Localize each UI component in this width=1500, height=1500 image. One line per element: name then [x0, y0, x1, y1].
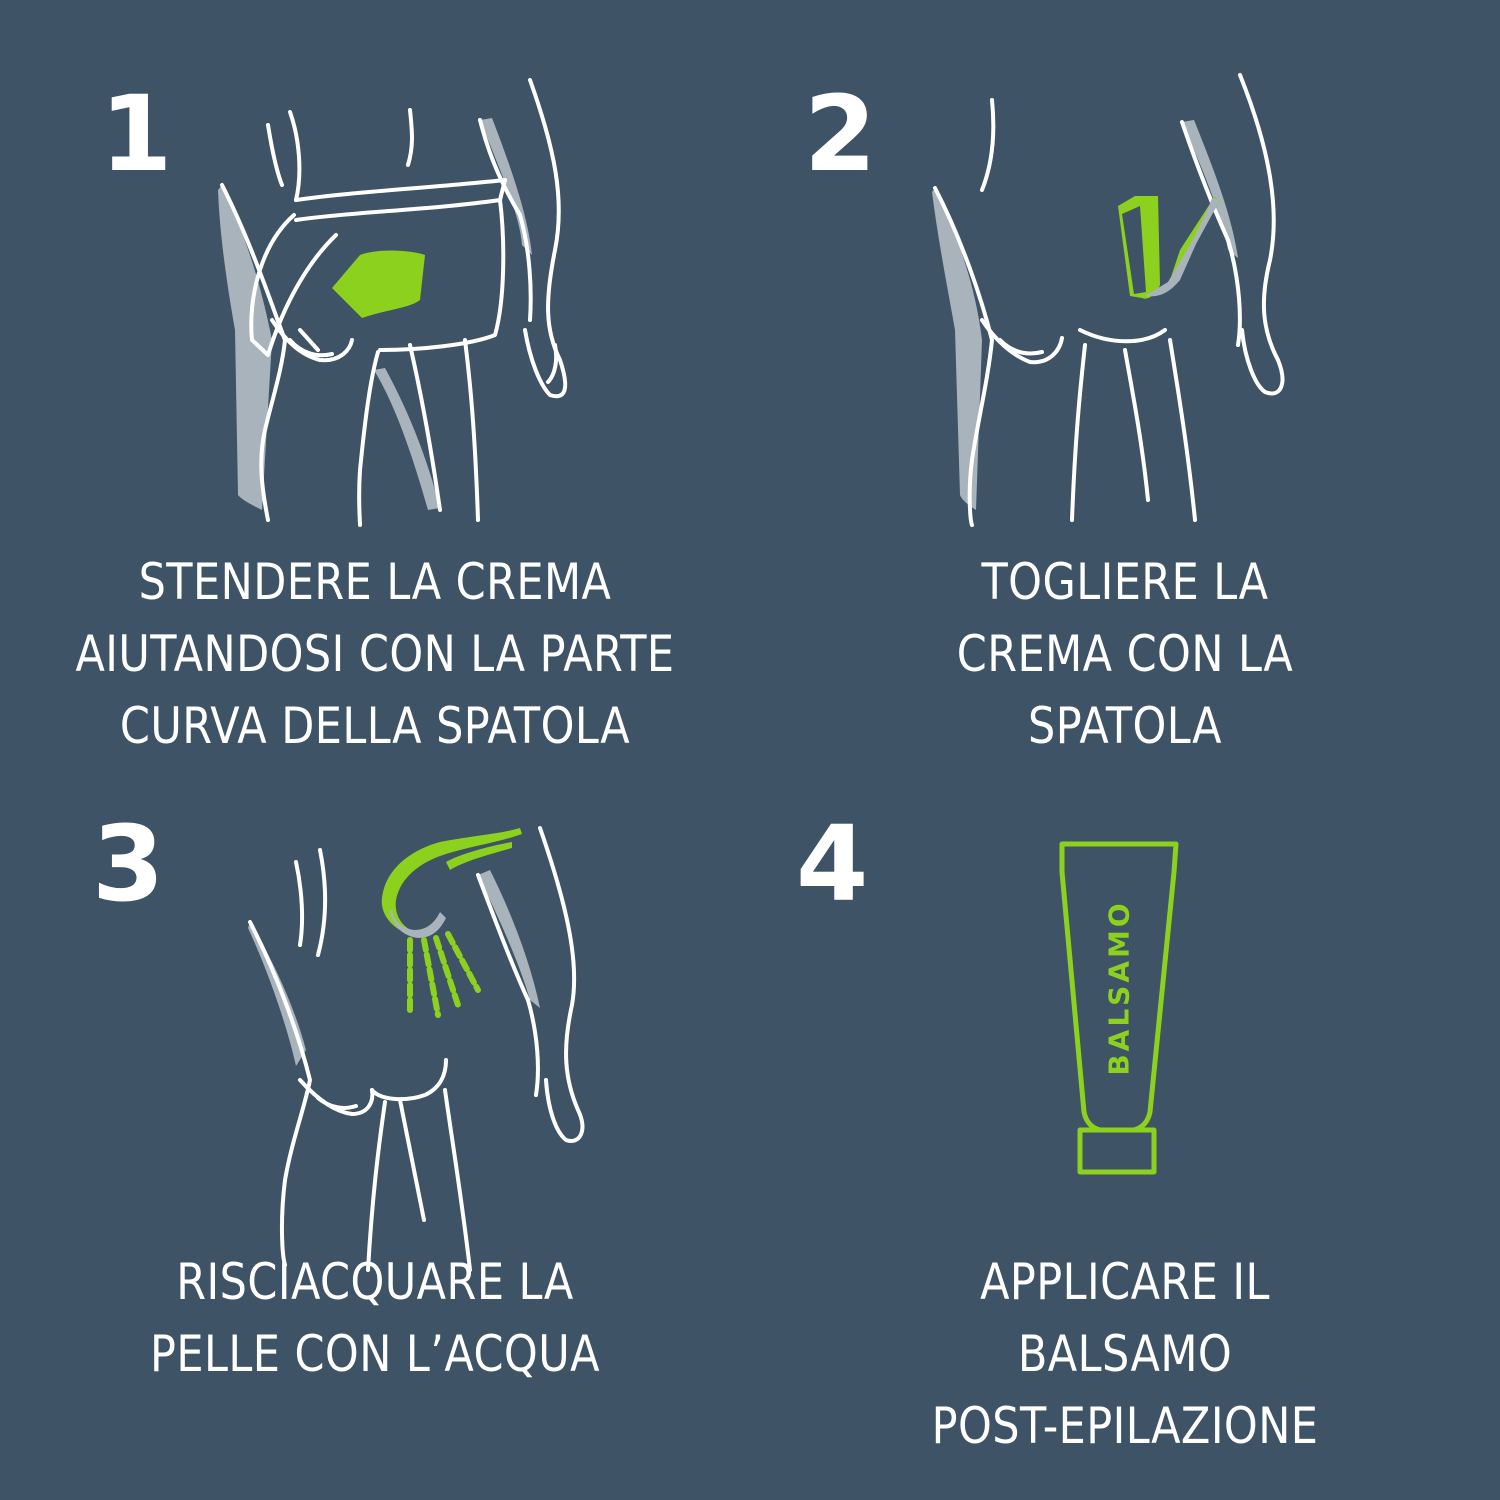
caption-line: TOGLIERE LA [981, 553, 1269, 611]
caption-line: POST-EPILAZIONE [931, 1397, 1319, 1455]
step-3-panel: 3 RISCIACQUARE LA PELLE CON L’ACQUA [0, 750, 750, 1500]
shower-icon [381, 828, 522, 1018]
caption-line: CREMA CON LA [956, 625, 1294, 683]
caption-line: CURVA DELLA SPATOLA [119, 697, 631, 755]
caption-line: APPLICARE IL [980, 1253, 1270, 1311]
step-2-panel: 2 TOGLIERE LA CREMA CON LA SPATOLA [750, 0, 1500, 755]
step-number: 3 [92, 803, 165, 925]
step-caption: RISCIACQUARE LA PELLE CON L’ACQUA [53, 1246, 698, 1390]
body-remove-cream-illustration [932, 73, 1285, 527]
step-number: 2 [804, 73, 877, 195]
caption-line: BALSAMO [1017, 1325, 1233, 1383]
step-4-panel: BALSAMO 4 APPLICARE IL BALSAMO POST-EPIL… [750, 750, 1500, 1500]
body-rinse-illustration [248, 826, 585, 1272]
step-caption: STENDERE LA CREMA AIUTANDOSI CON LA PART… [53, 546, 698, 762]
step-caption: APPLICARE IL BALSAMO POST-EPILAZIONE [803, 1246, 1448, 1462]
tube-icon [1059, 841, 1179, 1175]
caption-line: STENDERE LA CREMA [138, 553, 612, 611]
step-1-panel: 1 STENDERE LA CREMA AIUTANDOSI CON LA PA… [0, 0, 750, 755]
balsamo-tube-illustration [1059, 841, 1179, 1175]
step-number: 1 [100, 73, 173, 195]
tube-label: BALSAMO [1102, 900, 1136, 1076]
caption-line: PELLE CON L’ACQUA [150, 1325, 600, 1383]
spatula-icon [332, 250, 425, 318]
caption-line: SPATOLA [1027, 697, 1223, 755]
step-caption: TOGLIERE LA CREMA CON LA SPATOLA [803, 546, 1448, 762]
caption-line: RISCIACQUARE LA [176, 1253, 574, 1311]
spatula-icon [1118, 196, 1220, 299]
caption-line: AIUTANDOSI CON LA PARTE [75, 625, 675, 683]
step-number: 4 [796, 803, 869, 925]
body-spread-cream-illustration [218, 78, 568, 527]
